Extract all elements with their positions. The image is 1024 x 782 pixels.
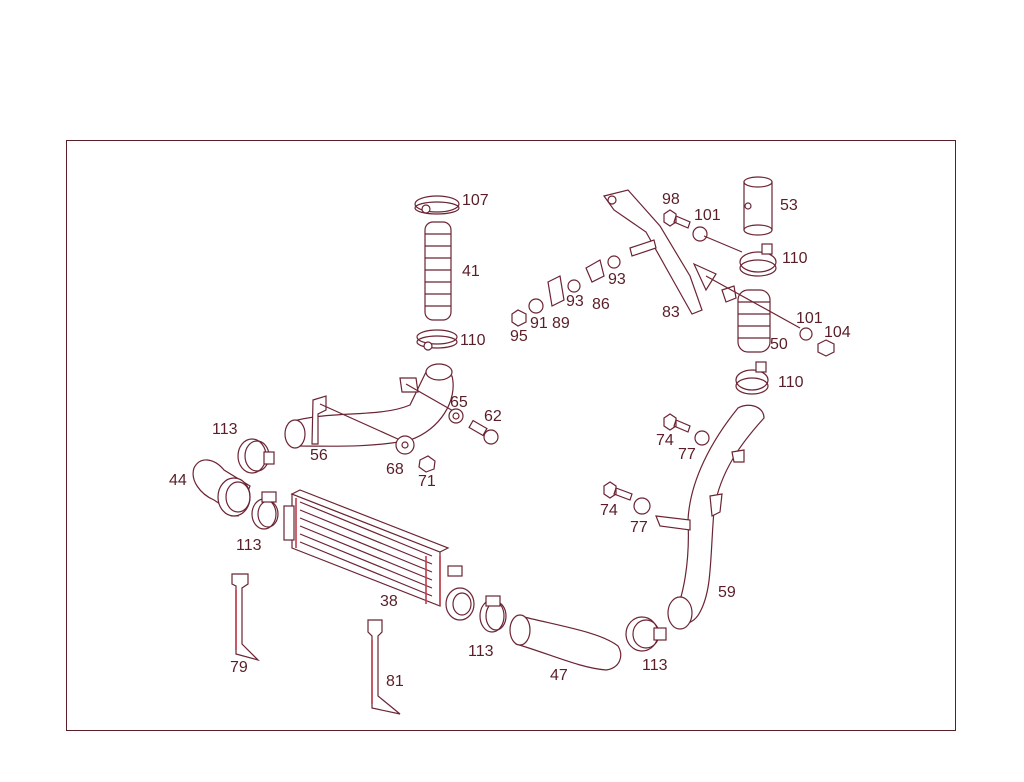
part-74-bolt-a <box>663 413 691 433</box>
part-113-clamp-d <box>625 616 667 652</box>
part-110-clamp-c <box>735 361 769 395</box>
part-83-bracket <box>602 189 717 315</box>
part-56-hose <box>284 363 456 449</box>
part-50-bellows <box>737 289 771 353</box>
label-101-a: 101 <box>694 207 721 224</box>
part-77-washer-a <box>694 430 710 446</box>
label-110-b: 110 <box>782 250 808 267</box>
part-98-bolt <box>663 209 691 229</box>
part-113-clamp-c <box>479 595 507 633</box>
label-113-b: 113 <box>236 537 262 554</box>
label-77-b: 77 <box>630 519 648 536</box>
label-56: 56 <box>310 447 328 464</box>
part-77-washer-b <box>633 497 651 515</box>
part-86-clip <box>585 259 605 283</box>
part-113-clamp-a <box>237 438 275 474</box>
part-110-clamp-b <box>739 243 777 277</box>
label-93-a: 93 <box>608 271 626 288</box>
label-91: 91 <box>530 315 548 332</box>
label-79: 79 <box>230 659 248 676</box>
part-59-hose <box>667 404 765 630</box>
part-65-washer <box>448 408 464 424</box>
label-113-c: 113 <box>468 643 494 660</box>
part-101-washer-b <box>799 327 813 341</box>
part-59-bracket <box>655 515 691 531</box>
part-71-nut <box>418 455 436 473</box>
label-62: 62 <box>484 408 502 425</box>
part-53-hose <box>743 176 773 236</box>
label-113-d: 113 <box>642 657 668 674</box>
part-93-washer-a <box>607 255 621 269</box>
label-101-b: 101 <box>796 310 823 327</box>
label-41: 41 <box>462 263 480 280</box>
part-104-nut <box>817 339 835 357</box>
part-74-bolt-b <box>603 481 633 501</box>
part-44-hose <box>192 459 251 517</box>
part-47-hose <box>509 614 622 671</box>
label-44: 44 <box>169 472 187 489</box>
label-98: 98 <box>662 191 680 208</box>
label-68: 68 <box>386 461 404 478</box>
part-107-clamp <box>414 195 460 215</box>
label-110-a: 110 <box>460 332 486 349</box>
part-101-washer-a <box>692 226 708 242</box>
label-89: 89 <box>552 315 570 332</box>
label-65: 65 <box>450 394 468 411</box>
part-41-bellows <box>424 221 452 321</box>
part-38-intercooler <box>283 489 475 621</box>
label-47: 47 <box>550 667 568 684</box>
part-81-bracket <box>367 619 401 715</box>
diagram-frame <box>66 140 956 731</box>
label-107: 107 <box>462 192 489 209</box>
label-104: 104 <box>824 324 851 341</box>
label-95: 95 <box>510 328 528 345</box>
label-93-b: 93 <box>566 293 584 310</box>
part-68-washer <box>395 435 415 455</box>
label-50: 50 <box>770 336 788 353</box>
label-110-c: 110 <box>778 374 804 391</box>
part-93-washer-b <box>567 279 581 293</box>
label-74-b: 74 <box>600 502 618 519</box>
label-86: 86 <box>592 296 610 313</box>
label-77-a: 77 <box>678 446 696 463</box>
part-stud <box>629 239 657 257</box>
part-110-clamp-a <box>416 329 458 351</box>
label-53: 53 <box>780 197 798 214</box>
label-71: 71 <box>418 473 436 490</box>
part-79-bracket <box>231 573 261 662</box>
part-113-clamp-b <box>251 491 279 530</box>
label-83: 83 <box>662 304 680 321</box>
label-113-a: 113 <box>212 421 238 438</box>
label-59: 59 <box>718 584 736 601</box>
part-91-washer <box>528 298 544 314</box>
label-81: 81 <box>386 673 404 690</box>
part-95-nut <box>511 309 527 327</box>
label-38: 38 <box>380 593 398 610</box>
part-62-bolt <box>468 419 499 445</box>
part-89-clip <box>547 275 565 307</box>
label-74-a: 74 <box>656 432 674 449</box>
